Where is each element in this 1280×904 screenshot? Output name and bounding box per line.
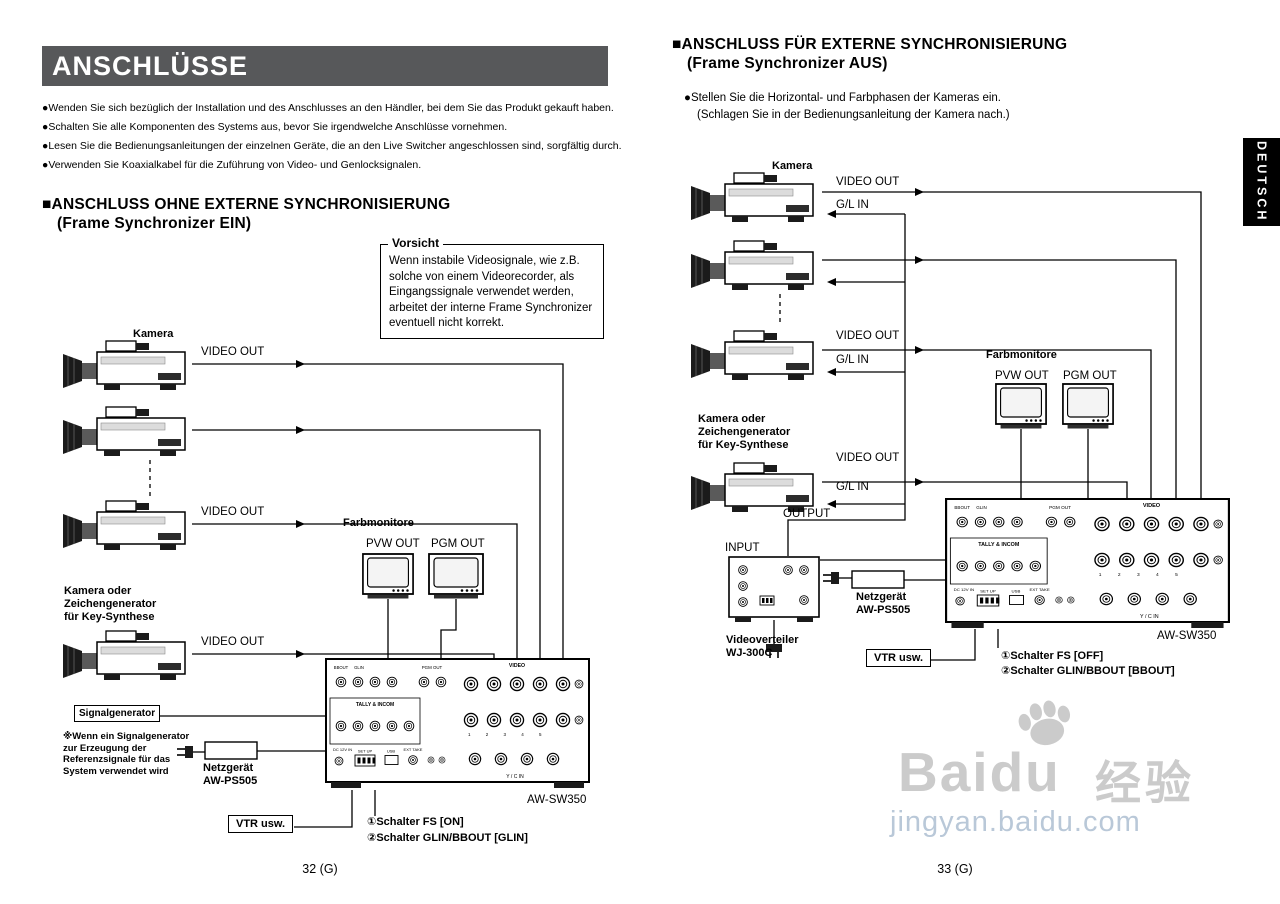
baidu-paw-icon [1018,700,1071,746]
pgm-out-label-left: PGM OUT [431,538,485,550]
model-label-right: AW-SW350 [1157,630,1217,642]
bullet-item: ●Lesen Sie die Bedienungsanleitungen der… [42,140,622,152]
language-tab-deutsch: DEUTSCH [1243,138,1280,226]
bullet-right-1: ●Stellen Sie die Horizontal- und Farbpha… [684,92,1001,104]
kamera-label-right: Kamera [772,160,813,172]
camera-3-left [62,500,186,551]
camera-1-left [62,340,186,391]
signalgenerator-note: ※Wenn ein Signalgenerator zur Erzeugung … [63,731,190,777]
video-out-label: VIDEO OUT [836,330,900,342]
distributor-power-plug [766,644,782,658]
section-subheading-right: (Frame Synchronizer AUS) [687,55,888,72]
camera-1-right [690,172,814,223]
callout-glin-left: ②Schalter GLIN/BBOUT [GLIN] [367,832,528,844]
video-out-label: VIDEO OUT [201,636,265,648]
callout-bbout-right: ②Schalter GLIN/BBOUT [BBOUT] [1001,665,1175,677]
video-out-label: VIDEO OUT [201,346,265,358]
video-out-label: VIDEO OUT [836,176,900,188]
pvw-out-label-left: PVW OUT [366,538,420,550]
page-number-right: 33 (G) [937,862,973,876]
watermark-brand: Baidu [898,741,1061,803]
vtr-box-right: VTR usw. [866,649,932,667]
netzgeraet-label-left: Netzgerät AW-PS505 [203,762,258,787]
page-number-left: 32 (G) [302,862,338,876]
switcher-panel-left [326,659,589,788]
pvw-out-label-right: PVW OUT [995,370,1049,382]
netzgeraet-label-right: Netzgerät AW-PS505 [856,591,911,616]
video-out-label: VIDEO OUT [201,506,265,518]
bullet-item: ●Wenden Sie sich bezüglich der Installat… [42,102,614,114]
input-label: INPUT [725,542,760,554]
camera-2-right [690,240,814,291]
model-label-left: AW-SW350 [527,794,587,806]
keygen-label-left: Kamera oder Zeichengenerator für Key-Syn… [64,585,157,623]
intro-bullets: ●Wenden Sie sich bezüglich der Installat… [42,99,632,175]
pvw-monitor-right [995,383,1047,429]
video-distributor [729,557,819,622]
caution-box: Wenn instabile Videosignale, wie z.B. so… [380,244,604,339]
flow-arrows-right [827,188,924,508]
watermark-url: jingyan.baidu.com [890,806,1141,838]
camera-keygen-right [690,462,814,513]
vtr-box-left: VTR usw. [228,815,294,833]
pgm-out-label-right: PGM OUT [1063,370,1117,382]
farbmonitore-label-right: Farbmonitore [986,349,1057,361]
power-supply-box-left [204,741,258,760]
bullet-item: ●Verwenden Sie Koaxialkabel für die Zufü… [42,159,422,171]
videoverteiler-label: Videoverteiler WJ-300C [726,634,799,659]
callout-fs-left: ①Schalter FS [ON] [367,816,464,828]
pgm-monitor-right [1062,383,1114,429]
pvw-monitor-left [362,553,414,599]
keygen-label-right: Kamera oder Zeichengenerator für Key-Syn… [698,413,791,451]
camera-2-left [62,406,186,457]
watermark-brand-cn: 经验 [1095,757,1195,809]
farbmonitore-label-left: Farbmonitore [343,517,414,529]
power-plug-icon-right [822,571,848,585]
callout-fs-right: ①Schalter FS [OFF] [1001,650,1104,662]
output-label: OUTPUT [783,508,831,520]
section-heading-right: ■ANSCHLUSS FÜR EXTERNE SYNCHRONISIERUNG [672,36,1068,53]
video-out-label: VIDEO OUT [836,452,900,464]
power-supply-box-right [851,570,905,589]
section-heading-left: ■ANSCHLUSS OHNE EXTERNE SYNCHRONISIERUNG [42,196,451,213]
caution-title: Vorsicht [388,236,444,250]
gl-in-label: G/L IN [836,481,869,493]
camera-3-right [690,330,814,381]
page-title-banner: ANSCHLÜSSE [42,46,608,86]
kamera-label-left: Kamera [133,328,174,340]
gl-in-label: G/L IN [836,354,869,366]
camera-keygen-left [62,630,186,681]
bullet-item: ●Schalten Sie alle Komponenten des Syste… [42,121,508,133]
pgm-monitor-left [428,553,484,599]
gl-in-label: G/L IN [836,199,869,211]
signalgenerator-box: Signalgenerator [74,705,161,722]
bullet-right-2: (Schlagen Sie in der Bedienungsanleitung… [697,109,1010,121]
switcher-panel-right [946,499,1229,628]
flow-arrows-left [296,360,305,658]
section-subheading-left: (Frame Synchronizer EIN) [57,215,252,232]
